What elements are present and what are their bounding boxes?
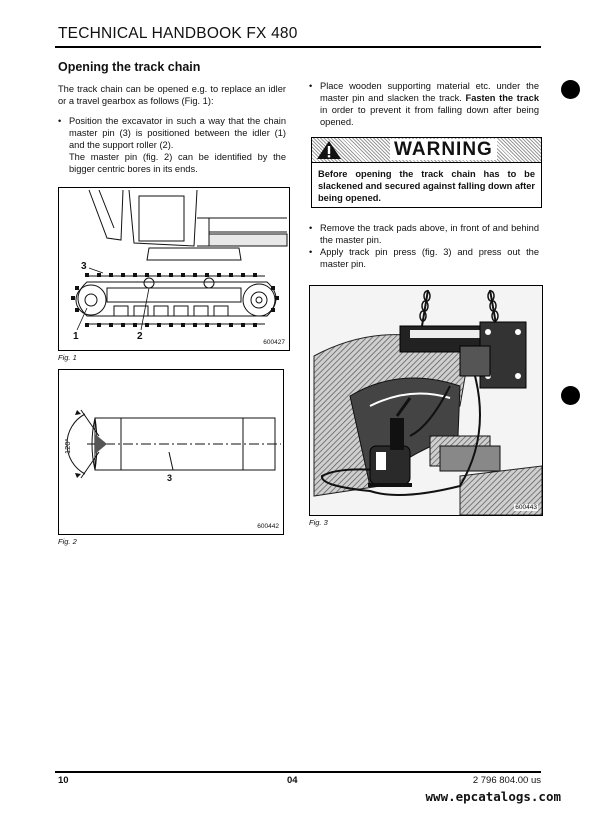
bullet-remove-track-pads: Remove the track pads above, in front of…	[309, 222, 539, 246]
fig1-reference-number: 600427	[263, 339, 285, 346]
warning-header: WARNING	[312, 138, 541, 163]
bullet-support-text: Place wooden supporting material etc. un…	[320, 81, 539, 103]
footer-chapter: 04	[287, 775, 298, 786]
excavator-undercarriage-drawing	[71, 189, 288, 331]
fig1-label-idler: 1	[73, 331, 79, 342]
fig1-label-master-pin: 3	[81, 261, 87, 272]
section-title: Opening the track chain	[58, 60, 201, 74]
figure-3-caption: Fig. 3	[309, 518, 328, 527]
header-rule	[55, 46, 541, 48]
master-pin-note: The master pin (fig. 2) can be identifie…	[69, 152, 286, 174]
figure-2-caption: Fig. 2	[58, 537, 77, 546]
fig3-reference-number: 600443	[514, 504, 538, 511]
track-pin-press-drawing	[310, 286, 543, 516]
warning-box: WARNING Before opening the track chain h…	[311, 137, 542, 208]
fig2-reference-number: 600442	[257, 523, 279, 530]
footer-document-number: 2 796 804.00 us	[472, 775, 541, 786]
binder-hole-top	[561, 80, 580, 99]
figure-1-track-chain: 3 1 2 600427	[58, 187, 290, 351]
figure-3-track-pin-press: 600443	[309, 285, 543, 516]
bullet-apply-pin-press: Apply track pin press (fig. 3) and press…	[309, 246, 539, 270]
footer-page-number: 10	[58, 775, 69, 786]
figure-2-master-pin: 120° 3 600442	[58, 369, 284, 535]
left-column-text: The track chain can be opened e.g. to re…	[58, 83, 286, 175]
page-header-title: TECHNICAL HANDBOOK FX 480	[58, 25, 298, 42]
bullet-position-excavator: Position the excavator in such a way tha…	[58, 115, 286, 151]
warning-title: WARNING	[390, 139, 497, 160]
master-pin-drawing	[66, 409, 281, 479]
warning-triangle-icon	[317, 141, 341, 159]
binder-hole-bottom	[561, 386, 580, 405]
fasten-track-emphasis: Fasten the track	[465, 93, 539, 103]
fig1-label-support-roller: 2	[137, 331, 143, 342]
bullet-support-and-slacken: Place wooden supporting material etc. un…	[309, 80, 539, 128]
warning-text: Before opening the track chain has to be…	[318, 169, 535, 203]
watermark-url: www.epcatalogs.com	[425, 789, 561, 804]
figure-1-caption: Fig. 1	[58, 353, 77, 362]
intro-paragraph: The track chain can be opened e.g. to re…	[58, 84, 286, 106]
fig2-angle-label: 120°	[63, 438, 72, 454]
bullet-support-text-tail: in order to prevent it from falling down…	[320, 105, 539, 127]
fig2-label-master-pin: 3	[167, 473, 173, 483]
right-column-bottom-text: Remove the track pads above, in front of…	[309, 222, 539, 270]
footer-rule	[55, 771, 541, 773]
right-column-top-text: Place wooden supporting material etc. un…	[309, 80, 539, 128]
